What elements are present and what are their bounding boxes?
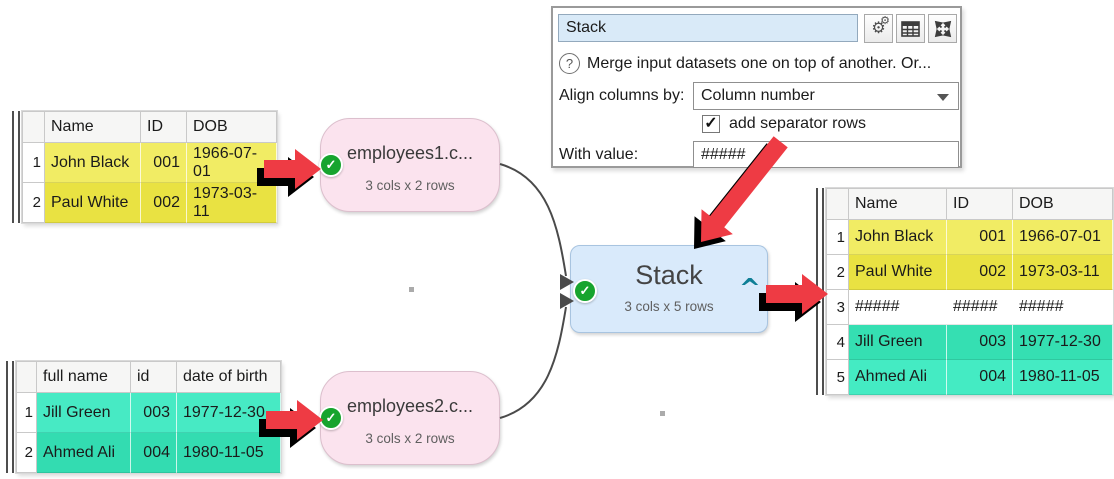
node-size-label: 3 cols x 2 rows [365,178,455,193]
output-table: Name ID DOB 1 John Black 001 1966-07-01 … [826,188,1113,395]
help-icon[interactable]: ? [559,53,580,74]
table-row separator-row: 3 ##### ##### ##### [826,289,1113,325]
checkmark-icon: ✓ [704,115,718,132]
gear-icon: ⚙ [880,15,890,27]
table-header-row: Name ID DOB [826,188,1113,220]
collapse-caret: ^ [739,274,761,304]
table-row: 5 Ahmed Ali 004 1980-11-05 [826,359,1113,395]
col-header: DOB [1012,188,1113,220]
add-separator-rows-label: add separator rows [729,115,866,132]
stack-properties-panel: Stack ⚙ ⚙ [551,6,962,168]
input2-table: full name id date of birth 1 Jill Green … [16,361,281,473]
transform-description: ? Merge input datasets one on top of ano… [559,53,931,74]
settings-button[interactable]: ⚙ ⚙ [864,14,893,43]
status-check-icon: ✓ [319,153,343,177]
canvas-grid-dot [660,411,665,416]
description-text: Merge input datasets one on top of anoth… [587,54,932,72]
table-row: 1 John Black 001 1966-07-01 [826,219,1113,255]
table-row: 1 John Black 001 1966-07-01 [22,142,277,183]
node-size-label: 3 cols x 2 rows [365,431,455,446]
connector-employees2-to-stack [499,293,574,419]
output-preview: Name ID DOB 1 John Black 001 1966-07-01 … [816,188,1113,395]
table-header-row: full name id date of birth [16,361,281,393]
transform-name-input[interactable]: Stack [558,14,858,42]
node-title: employees2.c... [346,396,474,416]
input2-preview: full name id date of birth 1 Jill Green … [6,361,281,473]
expand-button[interactable] [928,14,957,43]
align-columns-dropdown[interactable]: Column number [693,82,959,110]
dropdown-selected-value: Column number [701,87,815,104]
canvas-grid-dot [409,287,414,292]
node-title: employees1.c... [346,143,474,163]
table-row: 4 Jill Green 003 1977-12-30 [826,324,1113,360]
status-check-icon: ✓ [573,279,597,303]
chevron-down-icon [937,94,949,101]
table-row: 2 Paul White 002 1973-03-11 [826,254,1113,290]
input1-table: Name ID DOB 1 John Black 001 1966-07-01 … [22,111,277,223]
node-employees1[interactable]: employees1.c... 3 cols x 2 rows ✓ [319,118,500,212]
table-row: 2 Paul White 002 1973-03-11 [22,182,277,223]
table-icon [901,20,920,37]
window-edge-bar [6,361,14,473]
col-header: ID [140,111,187,143]
col-header: id [130,361,177,393]
table-header-row: Name ID DOB [22,111,277,143]
node-size-label: 3 cols x 5 rows [624,299,714,314]
window-edge-bar [816,188,824,395]
col-header: ID [946,188,1013,220]
table-row: 2 Ahmed Ali 004 1980-11-05 [16,432,281,473]
with-value-label: With value: [559,146,639,163]
gear-icon: ⚙ [871,19,886,37]
col-header: DOB [186,111,277,143]
add-separator-rows-checkbox[interactable]: ✓ [702,115,720,133]
table-row: 1 Jill Green 003 1977-12-30 [16,392,281,433]
col-header: date of birth [176,361,281,393]
node-employees2[interactable]: employees2.c... 3 cols x 2 rows ✓ [319,371,500,465]
node-stack[interactable]: Stack 3 cols x 5 rows ✓ ^ [570,245,768,333]
connector-employees1-to-stack [499,163,574,290]
input1-preview: Name ID DOB 1 John Black 001 1966-07-01 … [12,111,277,223]
window-edge-bar [12,111,20,223]
col-header: Name [848,188,947,220]
align-columns-label: Align columns by: [559,87,685,104]
with-value-input[interactable]: ##### [693,141,959,168]
col-header: Name [44,111,141,143]
col-header: full name [36,361,131,393]
expand-icon [934,20,951,37]
node-title: Stack [635,260,703,290]
table-view-button[interactable] [896,14,925,43]
status-check-icon: ✓ [319,406,343,430]
